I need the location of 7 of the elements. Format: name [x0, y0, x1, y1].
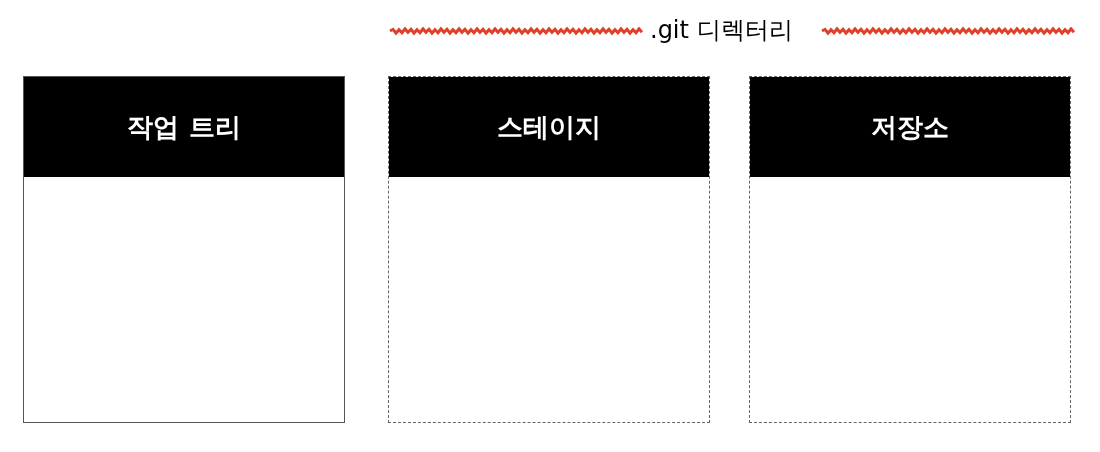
header-bar: 저장소 [750, 77, 1070, 177]
column-panel [388, 76, 710, 423]
directory-label: .git 디렉터리 [650, 15, 793, 46]
column-panel [23, 76, 345, 423]
header-bar: 작업 트리 [24, 77, 344, 177]
header-bar: 스테이지 [389, 77, 709, 177]
column-panel [749, 76, 1071, 423]
